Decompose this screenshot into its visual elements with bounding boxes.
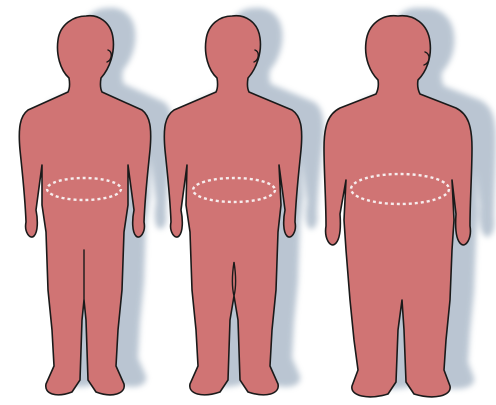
figure-medium <box>164 8 323 395</box>
figure-slim <box>19 8 172 395</box>
figure-heavy <box>324 8 496 397</box>
